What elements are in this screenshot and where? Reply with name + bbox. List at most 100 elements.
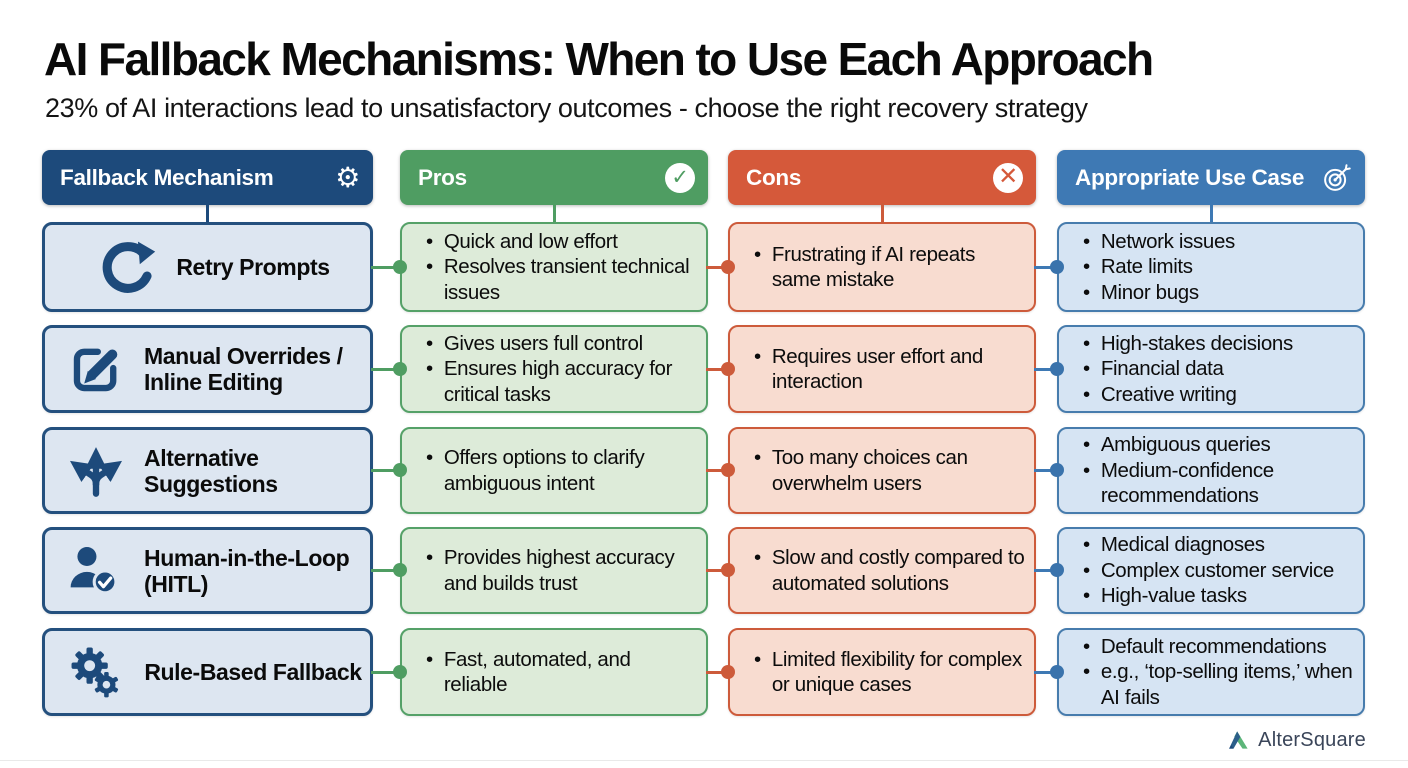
use-case-item: Minor bugs [1083,280,1355,305]
connector-dot [1050,463,1064,477]
mechanism-label: Manual Overrides / Inline Editing [144,343,343,395]
connector-dot [393,665,407,679]
person-check-icon [65,540,127,602]
connector-dot [1050,362,1064,376]
use-case-item: Medical diagnoses [1083,532,1355,557]
connector-dot [393,463,407,477]
cons-item: Slow and costly compared to automated so… [754,545,1026,596]
use-case-item: Medium-confidence recommendations [1083,458,1355,509]
connector-line [371,671,401,674]
check-circle-icon: ✓ [665,162,695,193]
use-case-item: Creative writing [1083,382,1355,407]
connector-dot [721,563,735,577]
target-icon [1322,163,1352,193]
mechanism-card: Alternative Suggestions [42,427,373,514]
cons-card: Requires user effort and interaction [728,325,1036,413]
connector-dot [721,665,735,679]
mechanism-label: Alternative Suggestions [144,444,278,497]
mechanism-label: Rule-Based Fallback [144,659,362,685]
connector-dot [1050,563,1064,577]
header-fallback-mechanism: Fallback Mechanism ⚙ [42,150,373,205]
header-label: Fallback Mechanism [60,164,274,190]
connector-line [371,266,401,269]
use-case-card: Ambiguous queries Medium-confidence reco… [1057,427,1365,514]
branching-arrows-icon [65,440,127,502]
pros-item: Fast, automated, and reliable [426,647,698,698]
connector-line [371,368,401,371]
connector-line [706,671,730,674]
cons-card: Too many choices can overwhelm users [728,427,1036,514]
header-cons: Cons ✕ [728,150,1036,205]
cons-item: Frustrating if AI repeats same mistake [754,242,1026,293]
use-case-item: Ambiguous queries [1083,432,1355,457]
cons-card: Frustrating if AI repeats same mistake [728,222,1036,312]
pros-card: Provides highest accuracy and builds tru… [400,527,708,614]
mechanism-card: Retry Prompts [42,222,373,312]
pros-item: Offers options to clarify ambiguous inte… [426,445,698,496]
connector-dot [393,362,407,376]
connector-line [371,569,401,572]
mechanism-card: Manual Overrides / Inline Editing [42,325,373,413]
use-case-item: High-stakes decisions [1083,331,1355,356]
mechanism-card: Human-in-the-Loop (HITL) [42,527,373,614]
brand-logo: AlterSquare [1227,729,1366,752]
connector-dot [721,463,735,477]
use-case-item: Rate limits [1083,254,1355,279]
gears-icon [65,641,127,703]
connector-stub [881,203,884,223]
use-case-item: e.g., ‘top-selling items,’ when AI fails [1083,659,1355,710]
connector-line [1034,469,1059,472]
connector-line [1034,569,1059,572]
cons-card: Limited flexibility for complex or uniqu… [728,628,1036,716]
use-case-card: Medical diagnoses Complex customer servi… [1057,527,1365,614]
page-title: AI Fallback Mechanisms: When to Use Each… [44,33,1154,85]
use-case-item: Default recommendations [1083,634,1355,659]
connector-dot [721,362,735,376]
connector-line [706,569,730,572]
cons-item: Too many choices can overwhelm users [754,445,1026,496]
use-case-item: Network issues [1083,229,1355,254]
x-circle-icon: ✕ [993,162,1023,193]
connector-stub [553,203,556,223]
connector-line [1034,671,1059,674]
connector-dot [1050,665,1064,679]
use-case-item: Complex customer service [1083,558,1355,583]
connector-line [1034,368,1059,371]
header-label: Pros [418,164,467,190]
pros-card: Quick and low effort Resolves transient … [400,222,708,312]
altersquare-mark-icon [1227,729,1250,752]
pros-item: Gives users full control [426,331,698,356]
connector-dot [393,563,407,577]
connector-line [371,469,401,472]
connector-dot [393,260,407,274]
header-label: Cons [746,164,802,190]
mechanism-label: Human-in-the-Loop (HITL) [144,544,350,597]
connector-line [706,266,730,269]
pros-item: Quick and low effort [426,229,698,254]
pros-item: Provides highest accuracy and builds tru… [426,545,698,596]
cons-card: Slow and costly compared to automated so… [728,527,1036,614]
cons-item: Limited flexibility for complex or uniqu… [754,647,1026,698]
edit-icon [65,338,127,400]
connector-dot [1050,260,1064,274]
pros-card: Gives users full control Ensures high ac… [400,325,708,413]
use-case-item: High-value tasks [1083,583,1355,608]
cons-item: Requires user effort and interaction [754,344,1026,395]
connector-dot [721,260,735,274]
use-case-card: High-stakes decisions Financial data Cre… [1057,325,1365,413]
connector-line [706,368,730,371]
page-subtitle: 23% of AI interactions lead to unsatisfa… [45,93,1088,123]
pros-item: Resolves transient technical issues [426,254,698,305]
retry-icon [97,236,159,298]
header-label: Appropriate Use Case [1075,164,1305,190]
connector-line [706,469,730,472]
use-case-card: Network issues Rate limits Minor bugs [1057,222,1365,312]
mechanism-label: Retry Prompts [176,254,330,280]
use-case-card: Default recommendations e.g., ‘top-selli… [1057,628,1365,716]
use-case-item: Financial data [1083,356,1355,381]
connector-stub [1210,203,1213,223]
pros-item: Ensures high accuracy for critical tasks [426,356,698,407]
connector-stub [206,203,209,223]
pros-card: Offers options to clarify ambiguous inte… [400,427,708,514]
pros-card: Fast, automated, and reliable [400,628,708,716]
